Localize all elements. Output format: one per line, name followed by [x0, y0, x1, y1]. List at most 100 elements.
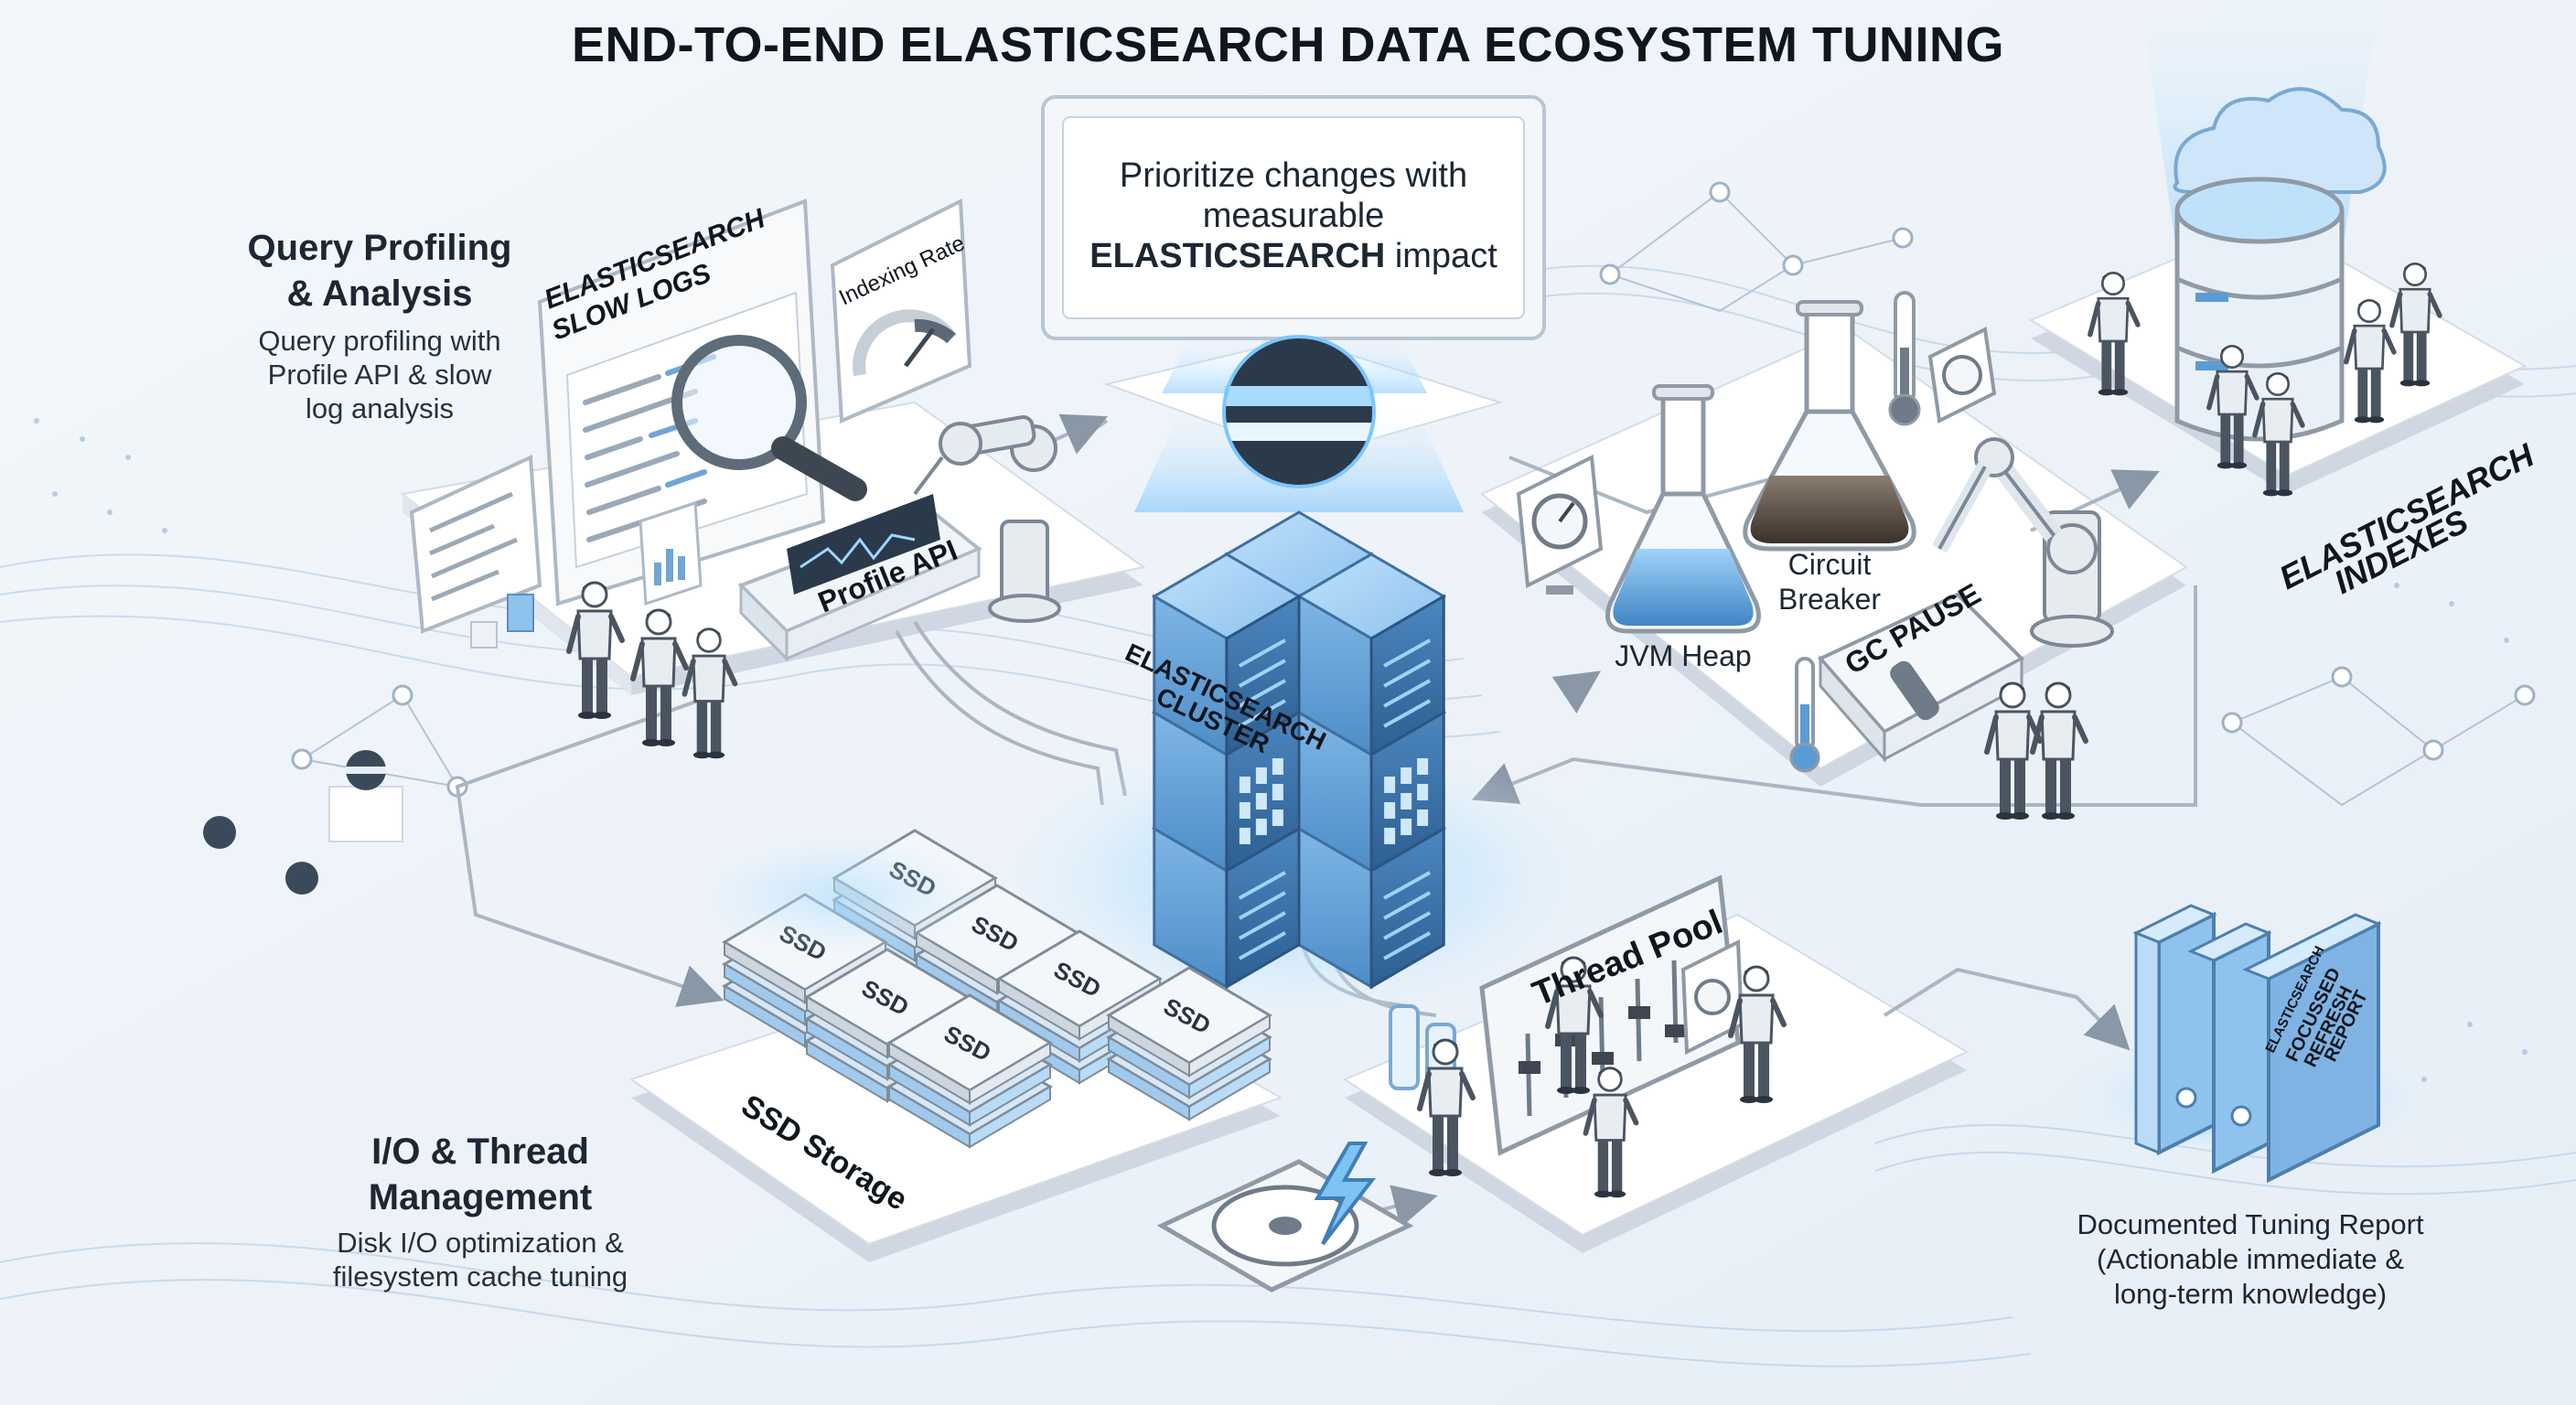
cube-light — [1417, 757, 1429, 775]
cube-line — [1383, 911, 1432, 940]
callout-line2: measurable — [1202, 197, 1385, 235]
cloud-icon — [2173, 87, 2387, 194]
cube-light — [1239, 801, 1250, 819]
callout-line3-rest: impact — [1385, 237, 1497, 275]
person-icon — [630, 608, 689, 746]
ssd-drive: SSD — [886, 993, 1053, 1149]
cube-light — [1255, 792, 1267, 810]
cube-light — [1255, 767, 1267, 784]
cube-line — [1383, 931, 1432, 960]
elastic-logo-icon — [1222, 335, 1376, 488]
cube-light — [1384, 776, 1396, 793]
cluster-cube — [1296, 552, 1447, 757]
people-group — [566, 262, 2442, 1198]
jvm-heap-flask — [1605, 384, 1761, 634]
thermometer-icon — [1888, 291, 1921, 426]
profile-api-device — [737, 494, 982, 662]
report-caption: Documented Tuning Report (Actionable imm… — [2040, 1207, 2461, 1312]
cube-light — [1384, 801, 1396, 819]
cube-line — [1238, 638, 1286, 668]
io-section-desc-2: filesystem cache tuning — [332, 1260, 628, 1292]
gauge-icon — [1927, 326, 1997, 424]
person-icon — [1583, 1067, 1639, 1198]
profile-bar-chart — [639, 500, 703, 606]
query-section-desc-3: log analysis — [306, 392, 454, 424]
callout-line1: Prioritize changes with — [1119, 156, 1468, 195]
cube-line — [1383, 871, 1432, 900]
query-section-desc-2: Profile API & slow — [267, 359, 492, 391]
cube-light — [1272, 757, 1283, 775]
cube-light — [1401, 818, 1412, 835]
callout-emphasis: ELASTICSEARCH — [1089, 237, 1386, 275]
cube-line — [1238, 871, 1286, 900]
callout-panel — [1041, 95, 1546, 393]
person-icon — [1545, 956, 1604, 1094]
cube-light — [1417, 809, 1429, 826]
cube-light — [1239, 776, 1250, 793]
person-icon — [2030, 681, 2088, 820]
ssd-glow — [695, 832, 988, 960]
page-title: END-TO-END ELASTICSEARCH DATA ECOSYSTEM … — [571, 17, 2005, 72]
person-icon — [682, 627, 738, 759]
robot-arm-icon — [1932, 437, 2114, 648]
person-icon — [2206, 344, 2259, 469]
person-icon — [1728, 965, 1787, 1103]
person-icon — [2252, 371, 2305, 497]
circuit-breaker-flask — [1743, 300, 1916, 552]
query-section-title-1: Query Profiling — [247, 228, 512, 268]
database-icon — [2174, 177, 2345, 442]
cube-line — [1383, 679, 1432, 708]
query-section-title-2: & Analysis — [286, 273, 473, 314]
report-caption-2: (Actionable immediate & — [2097, 1243, 2404, 1275]
cube-light — [1417, 783, 1429, 800]
cluster-cube — [1151, 552, 1302, 757]
gc-pause-machine — [1817, 592, 2025, 763]
cube-line — [1238, 659, 1286, 688]
cube-line — [1238, 891, 1286, 920]
cube-light — [1384, 827, 1396, 844]
thread-pool-panel — [1479, 874, 1744, 1156]
cluster-cube-stack — [1151, 510, 1447, 990]
robot-arm-icon — [913, 414, 1061, 623]
gauge-icon — [1516, 454, 1604, 595]
cube-light — [1401, 792, 1412, 810]
cube-line — [1383, 659, 1432, 688]
person-icon — [566, 581, 625, 719]
cube-light — [1401, 767, 1412, 784]
callout-line3: ELASTICSEARCH impact — [1063, 236, 1524, 276]
binder-icon — [2242, 913, 2382, 1184]
query-section: Query Profiling & Analysis Query profili… — [183, 225, 576, 425]
binder-icon — [2132, 904, 2217, 1156]
io-section-title-2: Management — [368, 1177, 593, 1217]
thermometer-icon — [1789, 657, 1820, 773]
cube-light — [1239, 827, 1250, 844]
small-blocks — [470, 594, 534, 649]
circuit-breaker-label: Circuit Breaker — [1747, 547, 1912, 617]
cube-light — [1255, 818, 1267, 835]
person-icon — [2088, 271, 2141, 396]
cube-line — [1238, 931, 1286, 960]
log-panel-left — [409, 454, 542, 634]
cube-line — [1383, 638, 1432, 668]
ssd-drive: SSD — [1106, 966, 1272, 1121]
person-icon — [1417, 1038, 1476, 1176]
cube-line — [1238, 911, 1286, 940]
elastic-logo-icon — [285, 862, 318, 895]
circuit-breaker-line1: Circuit — [1787, 548, 1872, 581]
jvm-heap-label: JVM Heap — [1615, 639, 1752, 672]
lightning-icon — [1314, 1142, 1377, 1246]
mini-elastic-nodes — [203, 750, 403, 895]
io-section-title-1: I/O & Thread — [371, 1132, 589, 1172]
cube-line — [1383, 891, 1432, 920]
magnifier-icon — [671, 335, 867, 501]
network-nodes — [291, 181, 2536, 798]
binder-icon — [2187, 922, 2272, 1174]
io-section-desc-1: Disk I/O optimization & — [337, 1227, 624, 1259]
report-caption-1: Documented Tuning Report — [2077, 1208, 2424, 1240]
report-caption-3: long-term knowledge) — [2113, 1278, 2388, 1310]
person-icon — [2389, 262, 2442, 387]
callout-box: Prioritize changes with measurable ELAST… — [1063, 156, 1524, 276]
cube-line — [1238, 699, 1286, 728]
query-section-desc-1: Query profiling with — [258, 325, 501, 357]
